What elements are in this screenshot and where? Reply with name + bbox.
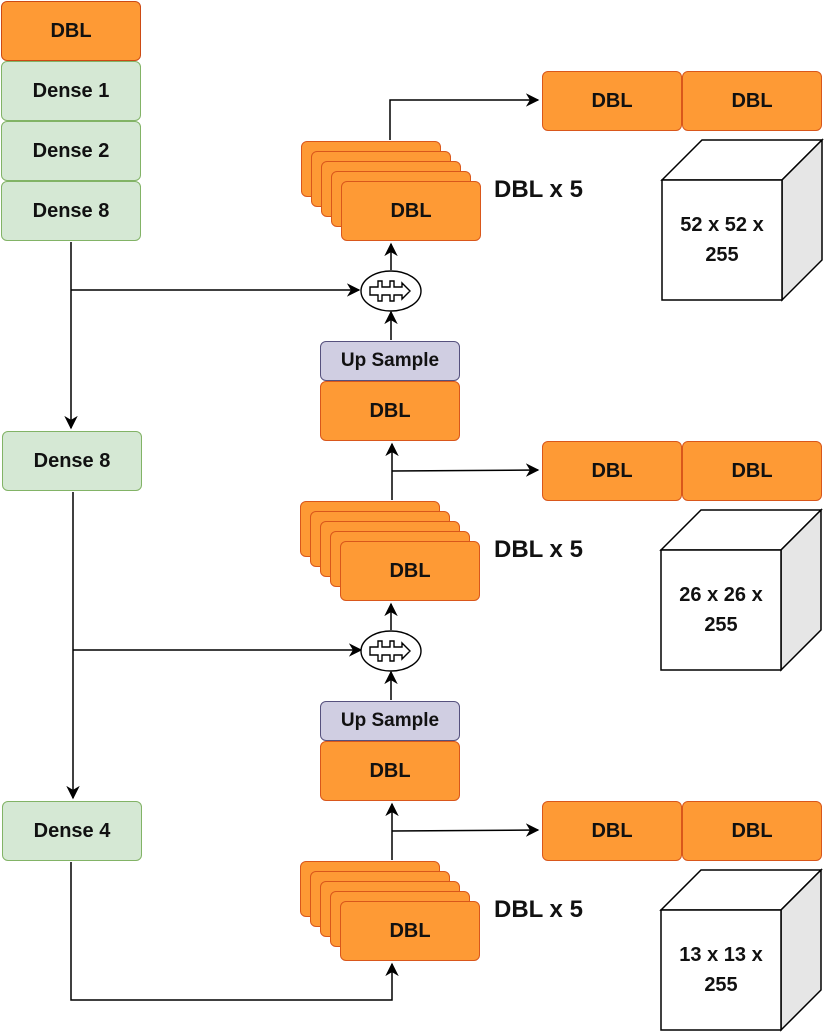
- cube-top-line2: 255: [705, 244, 739, 266]
- cube-top-line1: 52 x 52 x: [680, 214, 764, 236]
- cube-top: [660, 138, 824, 302]
- dbl-x5-label-middle: DBL x 5: [494, 536, 583, 563]
- cube-bottom-label: 13 x 13 x 255: [661, 940, 781, 1000]
- cube-middle-line2: 255: [704, 614, 738, 636]
- dbl-block-bottom: DBL: [320, 741, 460, 801]
- dense-4-block: Dense 4: [2, 801, 142, 861]
- output-dbl-middle-a: DBL: [542, 441, 682, 501]
- upsample-block-middle: Up Sample: [320, 341, 460, 381]
- arrow-bottom-output: [391, 823, 540, 837]
- cube-top-label: 52 x 52 x 255: [662, 210, 782, 270]
- dbl-x5-label-bottom: DBL x 5: [494, 896, 583, 923]
- output-dbl-bottom-a: DBL: [542, 801, 682, 861]
- cube-middle-label: 26 x 26 x 255: [661, 580, 781, 640]
- upsample-block-bottom: Up Sample: [320, 701, 460, 741]
- backbone-dbl-block: DBL: [1, 1, 141, 61]
- dense-8-block-middle: Dense 8: [2, 431, 142, 491]
- output-dbl-middle-b: DBL: [682, 441, 822, 501]
- arrow-top-output: [389, 93, 540, 140]
- concat-symbol-top: [360, 270, 422, 312]
- output-dbl-bottom-b: DBL: [682, 801, 822, 861]
- dbl-stack-top-front: DBL: [341, 181, 481, 241]
- output-dbl-top-a: DBL: [542, 71, 682, 131]
- cube-middle: [659, 508, 823, 672]
- dbl-stack-bottom-front: DBL: [340, 901, 480, 961]
- dbl-stack-middle-front: DBL: [340, 541, 480, 601]
- arrow-middle-output: [391, 463, 540, 477]
- dense-2-block: Dense 2: [1, 121, 141, 181]
- cube-bottom-line1: 13 x 13 x: [679, 944, 763, 966]
- dbl-x5-label-top: DBL x 5: [494, 176, 583, 203]
- dbl-block-middle: DBL: [320, 381, 460, 441]
- output-dbl-top-b: DBL: [682, 71, 822, 131]
- concat-symbol-middle: [360, 630, 422, 672]
- cube-bottom: [659, 868, 823, 1032]
- cube-middle-line1: 26 x 26 x: [679, 584, 763, 606]
- cube-bottom-line2: 255: [704, 974, 738, 996]
- dense-1-block: Dense 1: [1, 61, 141, 121]
- arrow-dense4-to-bottom-stack: [70, 862, 399, 1001]
- dense-8-block-top: Dense 8: [1, 181, 141, 241]
